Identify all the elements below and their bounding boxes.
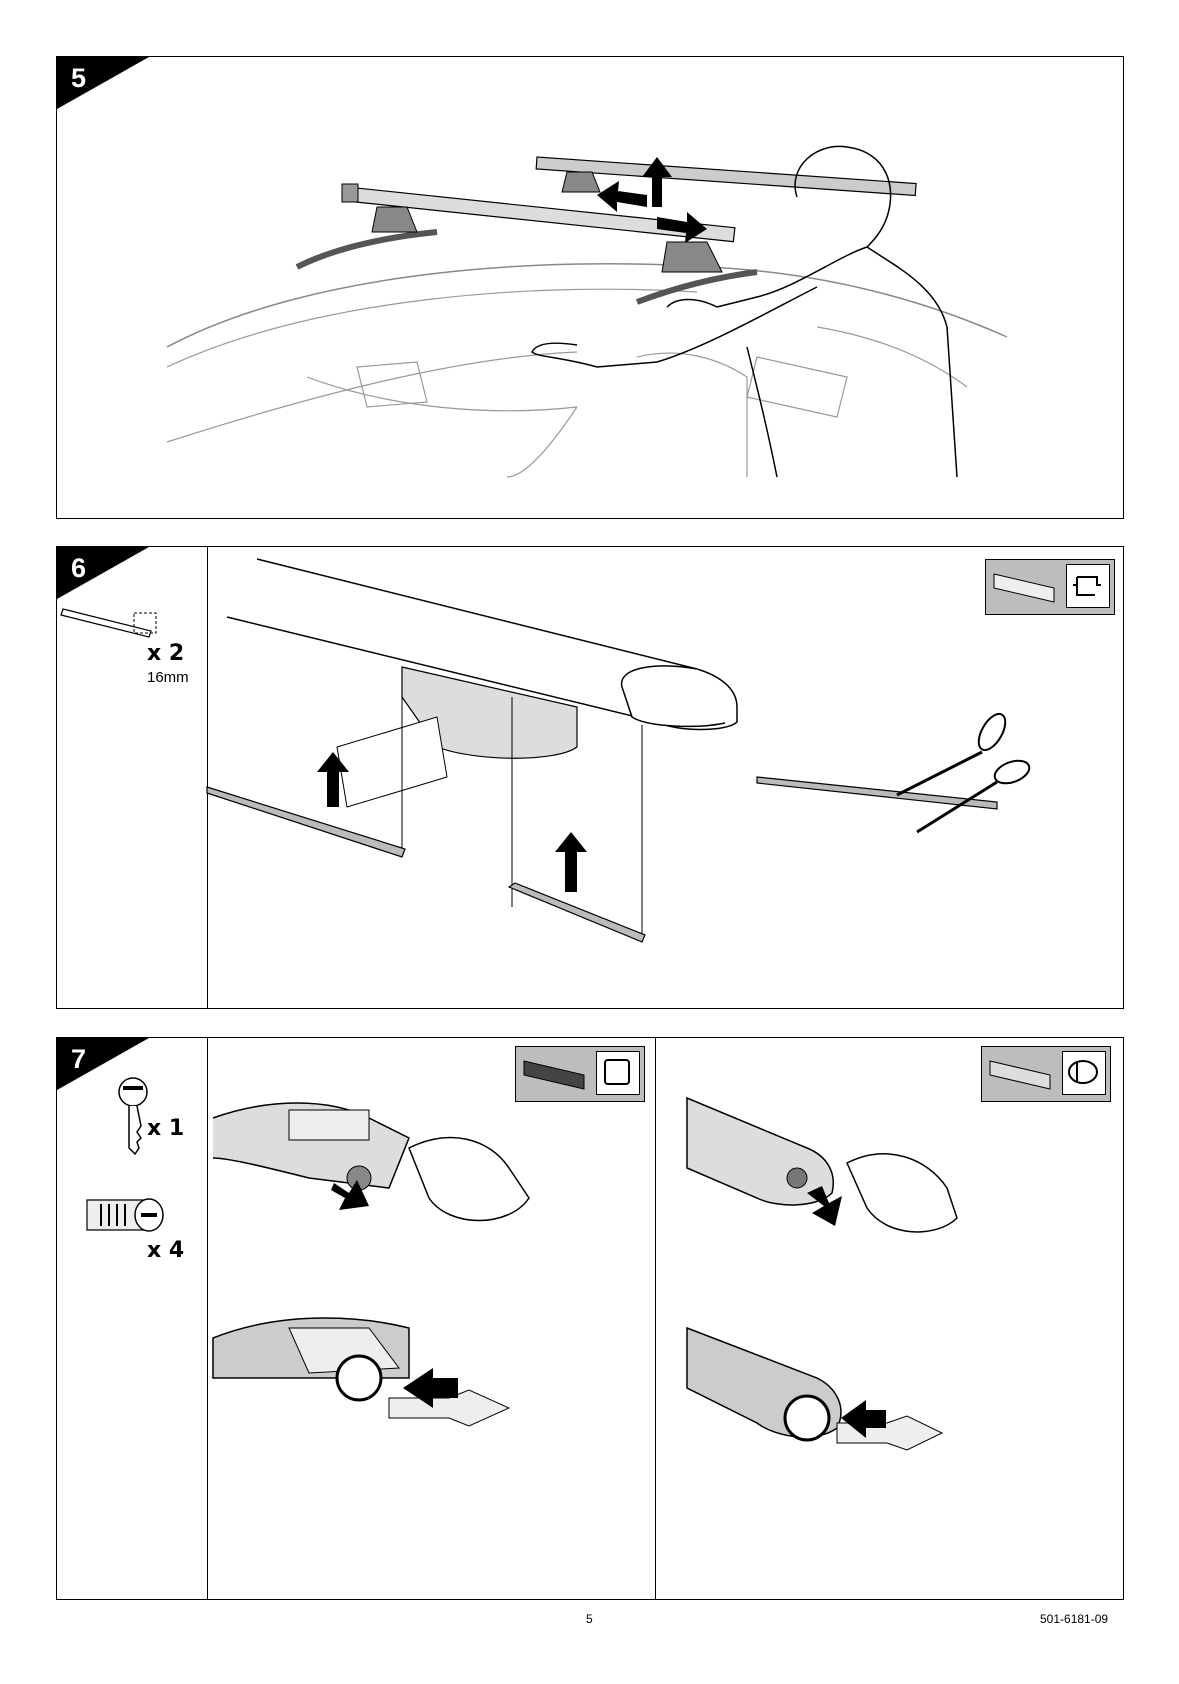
divider [207, 1038, 208, 1599]
document-code: 501-6181-09 [1040, 1612, 1108, 1626]
step-6-panel: 6 x 2 16mm [56, 546, 1124, 1009]
square-bar-cap-removal-illustration [209, 1078, 649, 1598]
step-5-panel: 5 [56, 56, 1124, 519]
page-number: 5 [586, 1612, 593, 1626]
roof-rack-adjustment-illustration [57, 57, 1124, 519]
rubber-strip-fitting-illustration [57, 547, 1124, 1009]
lock-quantity: x 4 [147, 1238, 184, 1263]
lock-cylinder-icon [83, 1190, 173, 1240]
key-quantity: x 1 [147, 1116, 184, 1141]
step-7-panel: 7 x 1 x 4 [56, 1037, 1124, 1600]
step-number: 7 [71, 1044, 86, 1075]
divider [655, 1038, 656, 1599]
aero-bar-cap-removal-illustration [657, 1078, 1097, 1598]
